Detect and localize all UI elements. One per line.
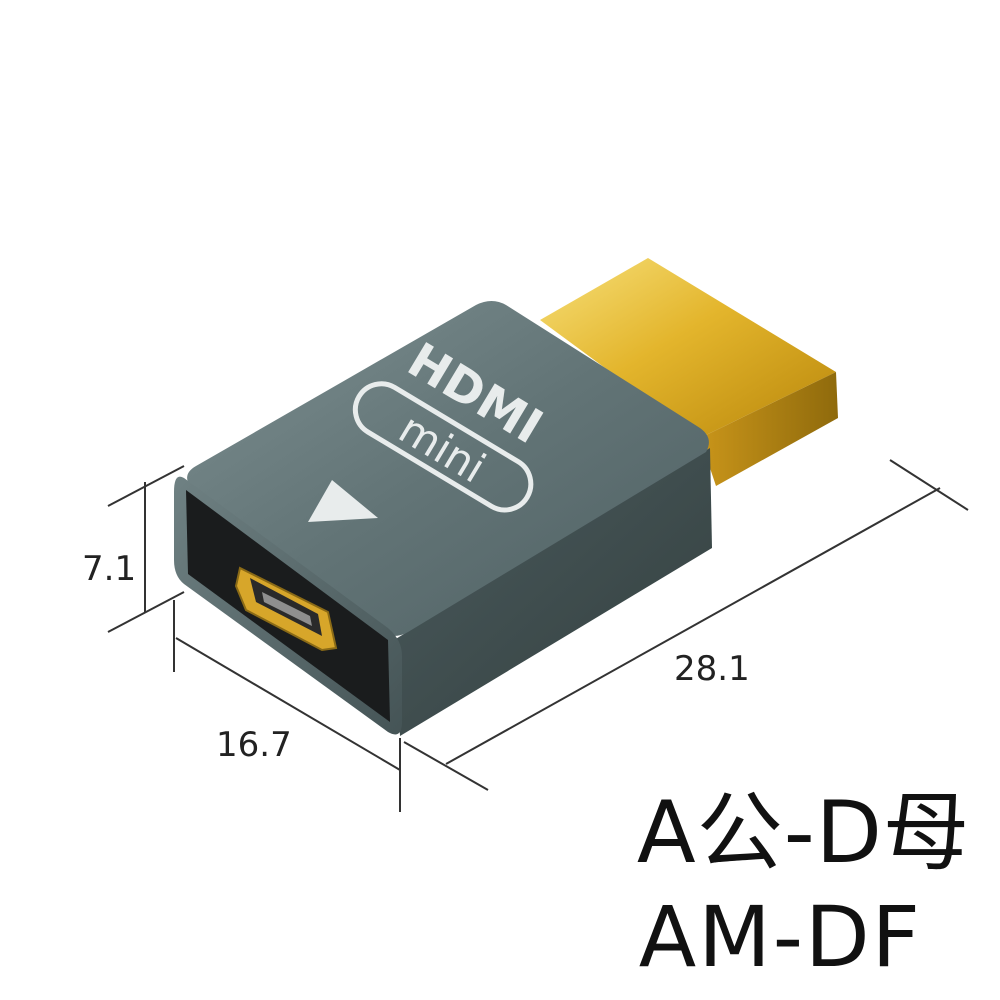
length-ext-right <box>889 459 969 511</box>
height-dimension-label: 7.1 <box>82 549 136 589</box>
port-tongue <box>262 592 312 626</box>
micro-hdmi-port <box>234 566 338 652</box>
direction-arrow-icon <box>308 480 378 522</box>
length-dim-line <box>445 487 941 765</box>
dimension-lines <box>107 459 969 812</box>
body-top-face <box>187 301 709 636</box>
length-ext-left <box>403 741 489 791</box>
caption-chinese: A公-D母 <box>636 783 970 883</box>
width-dimension-label: 16.7 <box>216 725 292 765</box>
length-dimension-label: 28.1 <box>674 649 750 689</box>
plug-end-face <box>700 372 838 486</box>
height-ext-top <box>107 465 185 507</box>
height-ext-bottom <box>107 591 185 633</box>
body-right-side <box>394 448 712 736</box>
width-dim-line <box>175 637 401 771</box>
caption-english: AM-DF <box>638 888 922 986</box>
plug-top-face <box>540 258 836 438</box>
mini-badge-frame <box>352 381 534 513</box>
hdmi-a-plug <box>540 258 838 486</box>
